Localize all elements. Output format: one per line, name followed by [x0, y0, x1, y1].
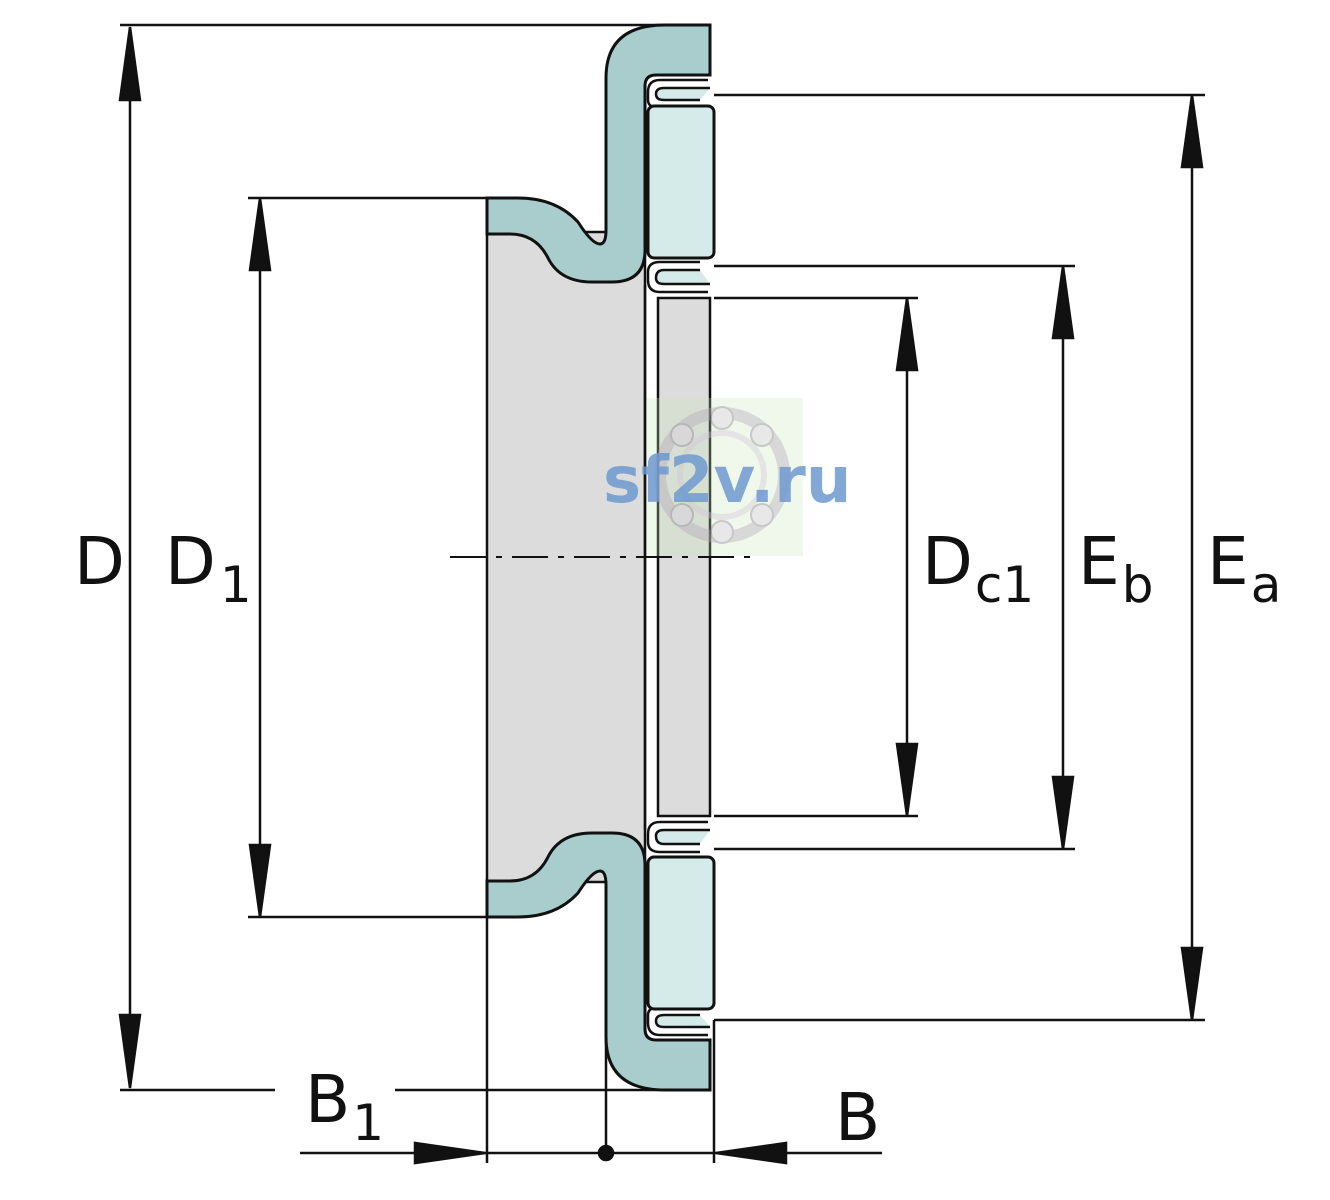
extension-lines	[120, 23, 1205, 1163]
housing-flange-bottom	[485, 831, 712, 1092]
cage-clip-bottom-upper-inner	[654, 828, 710, 846]
cage-clip-top-lower-outer	[646, 260, 708, 294]
label-Ea: Ea	[1207, 523, 1281, 614]
needle-roller-top	[646, 104, 716, 260]
label-D1: D1	[165, 523, 252, 614]
cage-clip-bottom-inner	[654, 1013, 710, 1029]
watermark-logo	[647, 398, 803, 556]
cage-clip-top-inner	[654, 86, 710, 102]
label-B1: B1	[305, 1061, 384, 1152]
label-D: D	[74, 523, 125, 600]
cage-clip-top-lower-inner	[654, 268, 710, 286]
dimension-lines	[118, 26, 1204, 1165]
needle-roller-bottom	[646, 855, 716, 1011]
label-Dc1: Dc1	[922, 523, 1034, 614]
housing-flange-top	[485, 23, 712, 284]
label-Eb: Eb	[1078, 523, 1153, 614]
label-B: B	[835, 1079, 880, 1156]
cage-clip-bottom-upper-outer	[646, 820, 708, 854]
watermark-text: sf2v.ru	[603, 444, 851, 518]
